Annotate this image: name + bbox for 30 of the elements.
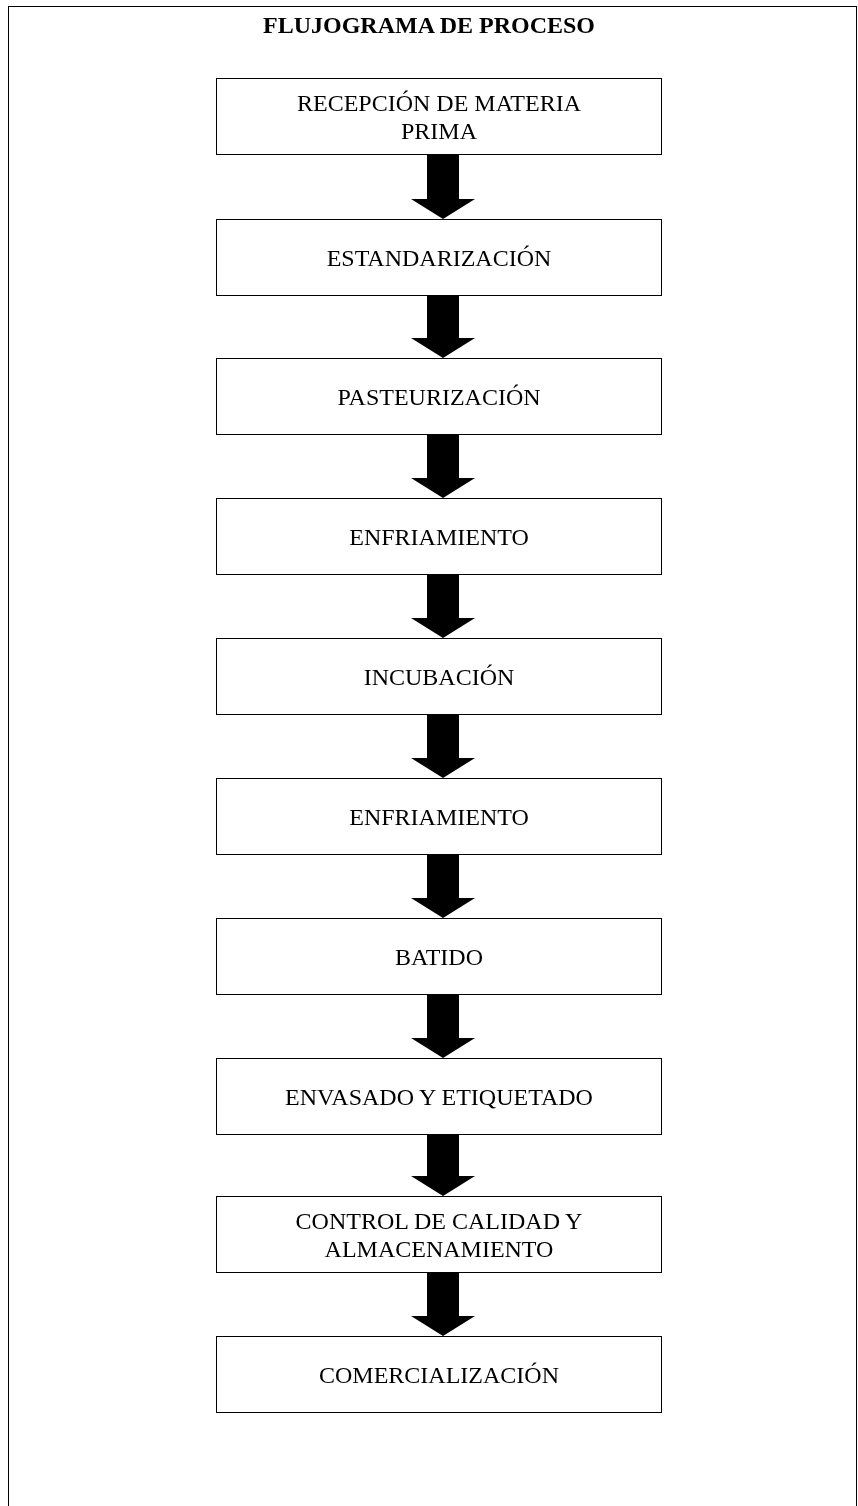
step-label: RECEPCIÓN DE MATERIA PRIMA	[296, 88, 582, 145]
process-box	[216, 638, 662, 715]
block-arrow	[411, 1135, 475, 1196]
step-label: COMERCIALIZACIÓN	[318, 1360, 560, 1389]
process-box	[216, 358, 662, 435]
step-label: BATIDO	[394, 942, 484, 971]
step-label: ESTANDARIZACIÓN	[325, 243, 553, 272]
step-label: CONTROL DE CALIDAD Y ALMACENAMIENTO	[294, 1206, 584, 1263]
block-arrow	[411, 296, 475, 358]
process-box	[216, 498, 662, 575]
step-label: INCUBACIÓN	[362, 662, 516, 691]
block-arrow	[411, 715, 475, 778]
block-arrow	[411, 575, 475, 638]
step-label: PASTEURIZACIÓN	[336, 382, 542, 411]
process-box	[216, 778, 662, 855]
process-box	[216, 219, 662, 296]
process-box	[216, 1336, 662, 1413]
block-arrow	[411, 855, 475, 918]
step-label: ENFRIAMIENTO	[348, 522, 530, 551]
block-arrow	[411, 995, 475, 1058]
step-label: ENVASADO Y ETIQUETADO	[284, 1082, 594, 1111]
process-box	[216, 918, 662, 995]
step-label: ENFRIAMIENTO	[348, 802, 530, 831]
process-box	[216, 1058, 662, 1135]
block-arrow	[411, 435, 475, 498]
block-arrow	[411, 155, 475, 219]
process-box	[216, 1196, 662, 1273]
process-box	[216, 78, 662, 155]
diagram-title: FLUJOGRAMA DE PROCESO	[262, 11, 596, 40]
block-arrow	[411, 1273, 475, 1336]
